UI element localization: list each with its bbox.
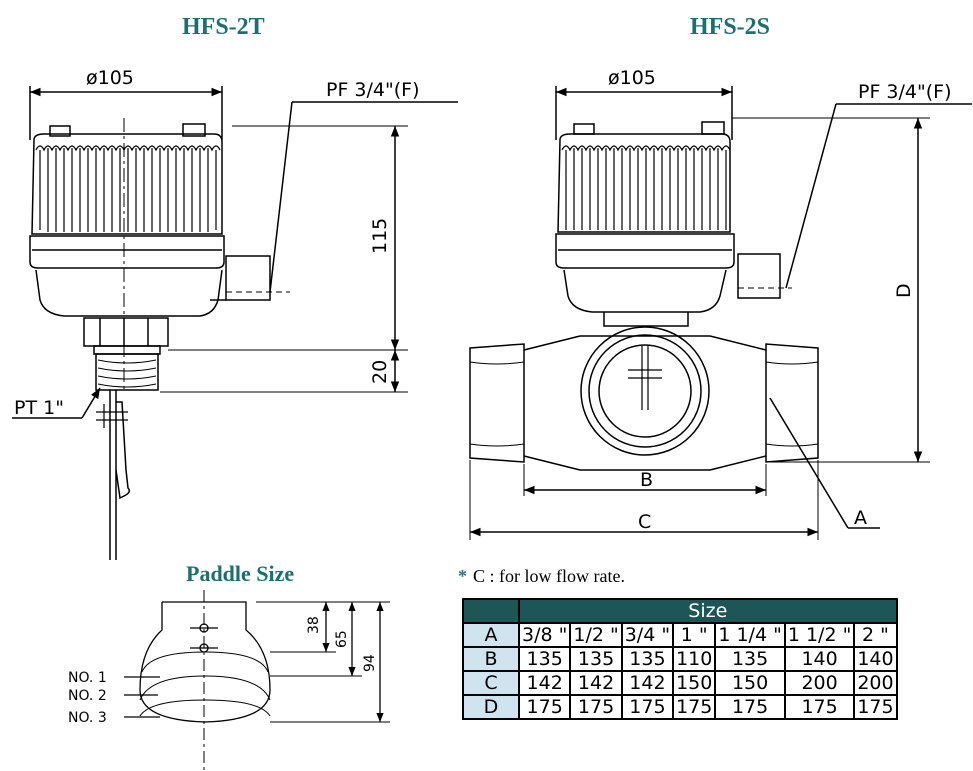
paddle-no2-label: NO. 2: [68, 688, 107, 704]
table-cell: 3/8 ": [517, 622, 572, 648]
table-cell: 150: [672, 670, 717, 696]
row-label: B: [462, 646, 520, 672]
right-diameter-label: ø105: [608, 67, 656, 89]
table-cell: 150: [714, 670, 786, 696]
table-cell: 175: [672, 694, 717, 720]
table-row: A 3/8 " 1/2 " 3/4 " 1 " 1 1/4 " 1 1/2 " …: [462, 622, 898, 648]
table-cell: 135: [517, 646, 572, 672]
table-cell: 1 1/2 ": [783, 622, 856, 648]
table-cell: 1/2 ": [569, 622, 623, 648]
left-pf-label: PF 3/4"(F): [326, 79, 420, 101]
paddle-size-title: Paddle Size: [186, 563, 295, 581]
paddle-38-label: 38: [306, 616, 322, 634]
table-cell: 200: [783, 670, 856, 696]
table-cell: 140: [853, 646, 898, 672]
paddle-no1-label: NO. 1: [68, 670, 107, 686]
paddle-no3-label: NO. 3: [68, 710, 107, 726]
size-table-header-row: Size: [462, 598, 898, 624]
note-text: C : for low flow rate.: [473, 566, 625, 586]
paddle-size-labels: NO. 1 NO. 2 NO. 3 38 65 94: [68, 616, 378, 726]
paddle-94-label: 94: [362, 654, 378, 672]
note-bullet: *: [458, 566, 467, 586]
paddle-65-label: 65: [334, 630, 350, 648]
table-cell: 142: [569, 670, 623, 696]
table-cell: 2 ": [853, 622, 898, 648]
table-cell: 140: [783, 646, 856, 672]
hfs-2s-drawing: [469, 86, 972, 540]
table-row: B 135 135 135 110 135 140 140: [462, 646, 898, 672]
table-cell: 1 1/4 ": [714, 622, 786, 648]
table-cell: 135: [714, 646, 786, 672]
hfs-2t-drawing: [12, 86, 458, 560]
table-cell: 175: [853, 694, 898, 720]
hfs-2s-title: HFS-2S: [690, 14, 771, 40]
table-cell: 135: [569, 646, 623, 672]
size-table-header: Size: [518, 598, 898, 624]
left-diameter-label: ø105: [86, 67, 134, 89]
right-pf-label: PF 3/4"(F): [858, 81, 952, 103]
table-row: C 142 142 142 150 150 200 200: [462, 670, 898, 696]
size-table-corner: [462, 598, 520, 624]
table-cell: 175: [620, 694, 675, 720]
right-c-label: C: [638, 511, 651, 533]
right-a-label: A: [854, 507, 867, 529]
row-label: D: [462, 694, 520, 720]
table-cell: 175: [569, 694, 623, 720]
low-flow-note: * C : for low flow rate.: [458, 566, 625, 587]
table-cell: 175: [783, 694, 856, 720]
hfs-2t-title: HFS-2T: [182, 14, 265, 40]
left-20-label: 20: [369, 360, 391, 384]
table-cell: 1 ": [672, 622, 717, 648]
table-cell: 135: [620, 646, 675, 672]
left-pt-label: PT 1": [14, 397, 64, 419]
table-cell: 175: [517, 694, 572, 720]
right-b-label: B: [640, 469, 653, 491]
table-row: D 175 175 175 175 175 175 175: [462, 694, 898, 720]
row-label: A: [462, 622, 520, 648]
table-cell: 110: [672, 646, 717, 672]
right-d-label: D: [893, 283, 915, 298]
table-cell: 142: [620, 670, 675, 696]
table-cell: 175: [714, 694, 786, 720]
row-label: C: [462, 670, 520, 696]
size-table: Size A 3/8 " 1/2 " 3/4 " 1 " 1 1/4 " 1 1…: [462, 598, 898, 720]
hfs-2s-labels: ø105 PF 3/4"(F) D B C A: [608, 67, 952, 533]
paddle-size-drawing: [124, 590, 390, 771]
table-cell: 142: [517, 670, 572, 696]
table-cell: 3/4 ": [620, 622, 675, 648]
hfs-2t-labels: ø105 PF 3/4"(F) 115 20 PT 1": [14, 67, 420, 419]
table-cell: 200: [853, 670, 898, 696]
left-115-label: 115: [369, 218, 391, 254]
